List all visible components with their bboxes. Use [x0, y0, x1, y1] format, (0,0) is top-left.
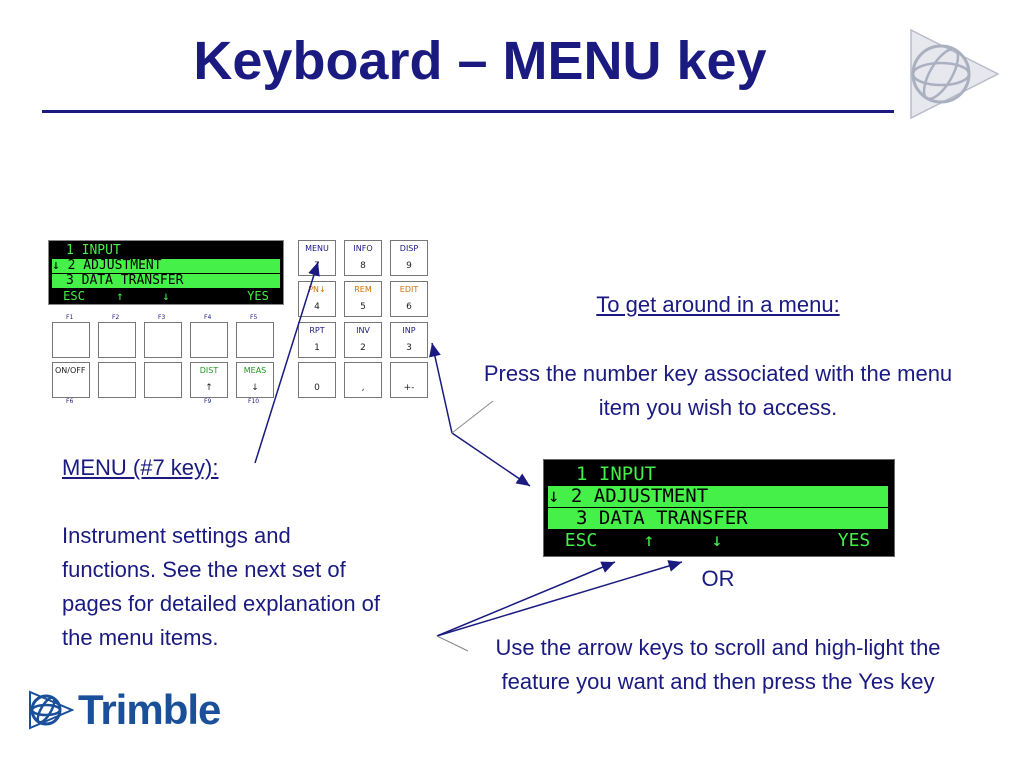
pn-key-number: 4: [314, 302, 320, 312]
rpt-key-label: RPT: [309, 326, 325, 335]
large-softkey-esc: ESC: [564, 530, 598, 551]
disp-key-label: DISP: [399, 244, 419, 253]
fn-label-f5: F5: [250, 314, 258, 321]
on-off-label: ON/OFF: [55, 366, 86, 375]
slide-title: Keyboard – MENU key: [193, 31, 767, 91]
keypad-lcd-line-2: ↓ 2 ADJUSTMENT: [52, 259, 280, 273]
large-softkey-blank: [752, 530, 818, 551]
pointer-line-lower: [436, 635, 469, 652]
trimble-globe-icon: [29, 690, 75, 730]
f7-key[interactable]: [98, 362, 136, 398]
keypad-image: 1 INPUT ↓ 2 ADJUSTMENT 3 DATA TRANSFER E…: [46, 238, 434, 405]
menu-key-heading: MENU (#7 key):: [62, 455, 219, 480]
meas-label: MEAS: [243, 366, 267, 375]
large-lcd-line-2: ↓ 2 ADJUSTMENT: [548, 486, 888, 507]
dist-arrow: ↑: [205, 383, 213, 393]
f8-key[interactable]: [144, 362, 182, 398]
inp-key-label: INP: [402, 326, 416, 335]
plus-minus-key-number: +-: [403, 383, 415, 393]
large-lcd-line-1: 1 INPUT: [548, 464, 888, 485]
large-softkey-up: ↑: [643, 530, 655, 551]
title-underline: [42, 110, 894, 113]
rem-key-number: 5: [360, 302, 366, 312]
inp-key-3[interactable]: INP 3: [390, 322, 428, 358]
info-key-number: 8: [360, 261, 366, 271]
info-key-8[interactable]: INFO 8: [344, 240, 382, 276]
large-lcd-line-3: 3 DATA TRANSFER: [548, 508, 888, 529]
comma-key[interactable]: ,: [344, 362, 382, 398]
dist-label: DIST: [199, 366, 219, 375]
large-softkey-yes: YES: [837, 530, 871, 551]
keypad-softkey-blank: [190, 289, 234, 303]
rpt-key-1[interactable]: RPT 1: [298, 322, 336, 358]
arrow-to-softkey-down: [436, 560, 683, 637]
arrow-pointer-up: [429, 342, 453, 434]
keypad-lcd-line-3: 3 DATA TRANSFER: [52, 274, 280, 288]
fn-label-f3: F3: [158, 314, 166, 321]
keypad-softkey-esc: ESC: [63, 289, 85, 303]
pn-key-label: PN↓: [308, 285, 326, 294]
menu-key-number: 7: [314, 261, 320, 271]
arrow-keys-description: Use the arrow keys to scroll and high-li…: [495, 635, 941, 694]
inv-key-2[interactable]: INV 2: [344, 322, 382, 358]
zero-key[interactable]: 0: [298, 362, 336, 398]
keypad-softkey-up: ↑: [116, 289, 124, 303]
keypad-softkey-bar: ESC ↑ ↓ YES: [52, 289, 280, 303]
get-around-heading: To get around in a menu:: [596, 292, 840, 317]
inp-key-number: 3: [406, 343, 412, 353]
keypad-lcd-line-1: 1 INPUT: [52, 244, 280, 258]
info-key-label: INFO: [353, 244, 373, 253]
fn-label-f2: F2: [112, 314, 120, 321]
keypad-lcd: 1 INPUT ↓ 2 ADJUSTMENT 3 DATA TRANSFER E…: [48, 240, 284, 305]
pn-key-4[interactable]: PN↓ 4: [298, 281, 336, 317]
fn-label-f10: F10: [248, 398, 260, 405]
menu-key-label: MENU: [305, 244, 329, 253]
meas-arrow: ↓: [251, 383, 259, 393]
edit-key-number: 6: [406, 302, 412, 312]
inv-key-label: INV: [356, 326, 370, 335]
on-off-key[interactable]: ON/OFF: [52, 362, 90, 398]
large-softkey-down: ↓: [711, 530, 723, 551]
fn-label-f4: F4: [204, 314, 212, 321]
f1-key[interactable]: [52, 322, 90, 358]
fn-label-f6: F6: [66, 398, 74, 405]
menu-key-description: Instrument settings and functions. See t…: [62, 523, 381, 650]
trimble-globe-icon: [910, 28, 1000, 120]
dist-key[interactable]: DIST ↑: [190, 362, 228, 398]
disp-key-number: 9: [406, 261, 412, 271]
disp-key-9[interactable]: DISP 9: [390, 240, 428, 276]
keypad-softkey-down: ↓: [162, 289, 170, 303]
brand-name: Trimble: [78, 686, 221, 733]
fn-label-f9: F9: [204, 398, 212, 405]
keypad-softkey-yes: YES: [247, 289, 269, 303]
zero-key-number: 0: [314, 383, 320, 393]
rem-key-label: REM: [354, 285, 372, 294]
large-lcd-screen: 1 INPUT ↓ 2 ADJUSTMENT 3 DATA TRANSFER E…: [543, 459, 895, 557]
f2-key[interactable]: [98, 322, 136, 358]
edit-key-label: EDIT: [399, 285, 419, 294]
get-around-description: Press the number key associated with the…: [483, 361, 953, 420]
or-label: OR: [701, 566, 735, 591]
rem-key-5[interactable]: REM 5: [344, 281, 382, 317]
edit-key-6[interactable]: EDIT 6: [390, 281, 428, 317]
plus-minus-key[interactable]: +-: [390, 362, 428, 398]
fn-label-f1: F1: [66, 314, 74, 321]
f4-key[interactable]: [190, 322, 228, 358]
arrow-to-softkey-up: [436, 561, 616, 637]
rpt-key-number: 1: [314, 343, 320, 353]
menu-key-7[interactable]: MENU 7: [298, 240, 336, 276]
large-lcd-softkey-bar: ESC ↑ ↓ YES: [548, 530, 888, 551]
arrow-pointer-down: [451, 432, 531, 487]
f3-key[interactable]: [144, 322, 182, 358]
comma-key-number: ,: [361, 383, 365, 393]
meas-key[interactable]: MEAS ↓: [236, 362, 274, 398]
trimble-brand-logo: Trimble: [26, 686, 221, 736]
f5-key[interactable]: [236, 322, 274, 358]
inv-key-number: 2: [360, 343, 366, 353]
